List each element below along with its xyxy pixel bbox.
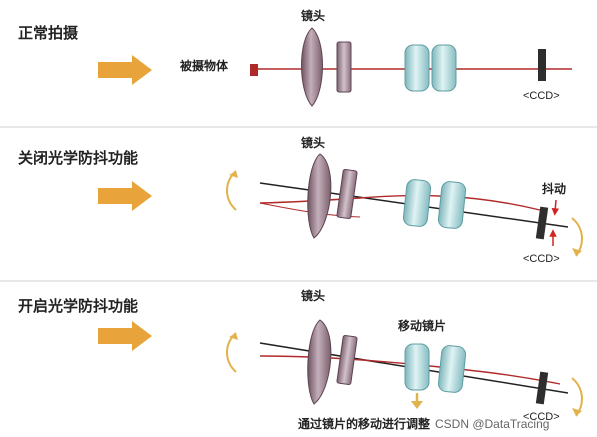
front-lens xyxy=(301,27,323,107)
panel-title: 关闭光学防抖功能 xyxy=(18,149,138,167)
panel-title: 正常拍摄 xyxy=(18,24,79,42)
panel-ois: 开启光学防抖功能 镜头 移动镜片 通过镜片的移动进行调整 <CCD> xyxy=(18,288,583,431)
lens-label: 镜头 xyxy=(301,288,325,303)
rotation-arrow-head-icon xyxy=(229,333,238,340)
ccd-label: <CCD> xyxy=(523,253,560,265)
ccd-sensor xyxy=(535,206,549,240)
rotation-arrow-head-icon xyxy=(229,171,238,178)
second-lens xyxy=(336,41,352,93)
bottom-caption: 通过镜片的移动进行调整 xyxy=(298,416,430,431)
second-lens xyxy=(336,335,358,385)
move-arrow-head-icon xyxy=(411,401,423,409)
ccd-sensor xyxy=(535,371,549,405)
watermark: CSDN @DataTracing xyxy=(435,417,549,431)
lens-label: 镜头 xyxy=(301,135,325,150)
arrow-icon xyxy=(98,321,152,351)
blue-lens-left xyxy=(404,44,430,92)
shake-arrow-icon xyxy=(551,199,560,216)
ccd-label: <CCD> xyxy=(523,411,560,423)
arrow-icon xyxy=(98,55,152,85)
light-path xyxy=(259,194,541,211)
front-lens xyxy=(307,319,332,405)
second-lens xyxy=(336,169,358,219)
object-label: 被摄物体 xyxy=(180,58,229,73)
lens-label: 镜头 xyxy=(301,8,325,23)
panel-title: 开启光学防抖功能 xyxy=(18,297,138,315)
panel-normal: 正常拍摄 被摄物体 镜头 <CCD> xyxy=(18,8,572,107)
blue-lens-right xyxy=(437,345,467,393)
blue-lens-right xyxy=(437,181,467,229)
shake-label: 抖动 xyxy=(542,181,566,196)
moving-lens-label: 移动镜片 xyxy=(398,318,446,333)
ccd-label: <CCD> xyxy=(523,90,560,102)
blue-lens-right xyxy=(431,44,457,92)
rotation-arrow-head-icon xyxy=(572,408,582,416)
ccd-sensor xyxy=(538,49,546,81)
rotation-arrow-head-icon xyxy=(572,248,582,256)
arrow-icon xyxy=(98,181,152,211)
object-marker xyxy=(250,64,258,76)
panel-no-ois: 关闭光学防抖功能 镜头 抖动 <CCD> xyxy=(18,135,583,265)
blue-lens-left xyxy=(402,179,432,227)
moving-lens xyxy=(404,343,430,391)
front-lens xyxy=(307,153,332,239)
